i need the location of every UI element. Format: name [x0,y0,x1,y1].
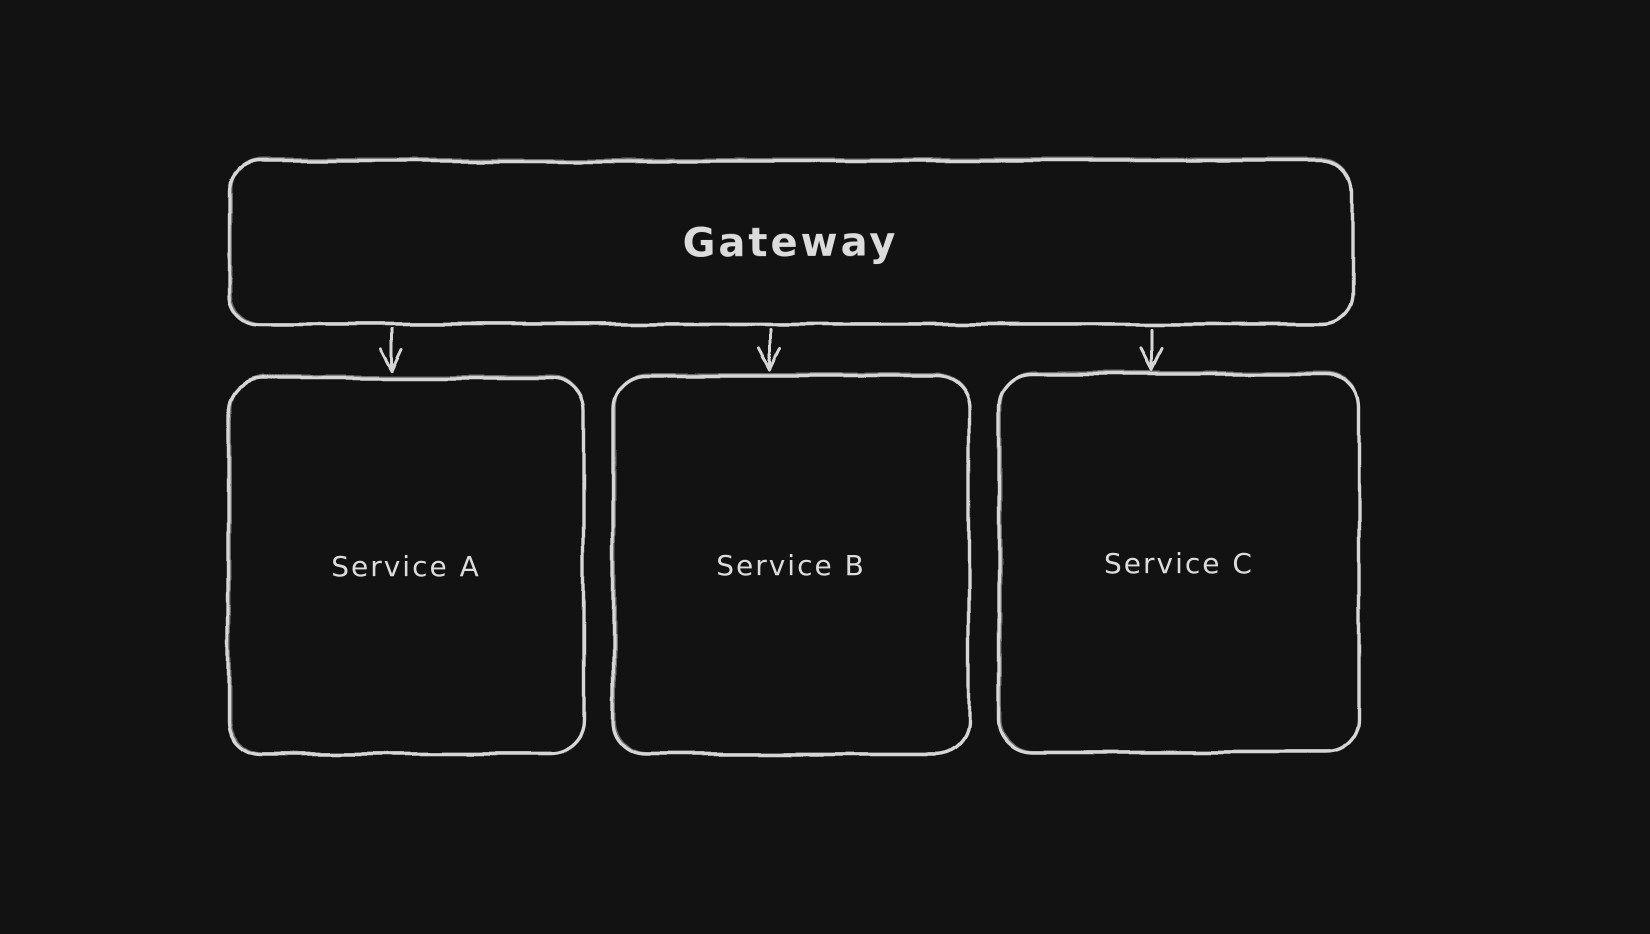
service-c-node[interactable] [997,371,1361,754]
service-b-node[interactable] [611,373,971,756]
arrow-gateway-to-service-a-head [379,347,404,372]
arrow-gateway-to-service-b-head [757,347,782,372]
service-b-node-outline [611,374,971,756]
gateway-node[interactable] [227,158,1354,326]
service-a-node[interactable] [226,375,586,756]
service-a-node-outline [226,376,586,756]
arrow-gateway-to-service-a[interactable] [379,327,404,372]
arrow-gateway-to-service-c-head [1139,347,1164,372]
service-c-node-outline-overlay [1000,371,1360,752]
arrow-gateway-to-service-c[interactable] [1139,327,1164,372]
service-c-node-outline [997,372,1361,754]
service-b-node-outline-overlay [614,373,970,754]
gateway-node-outline [227,159,1354,326]
service-a-node-outline-overlay [229,375,585,754]
arrow-gateway-to-service-b[interactable] [757,327,782,372]
gateway-node-outline-overlay [230,158,1353,324]
